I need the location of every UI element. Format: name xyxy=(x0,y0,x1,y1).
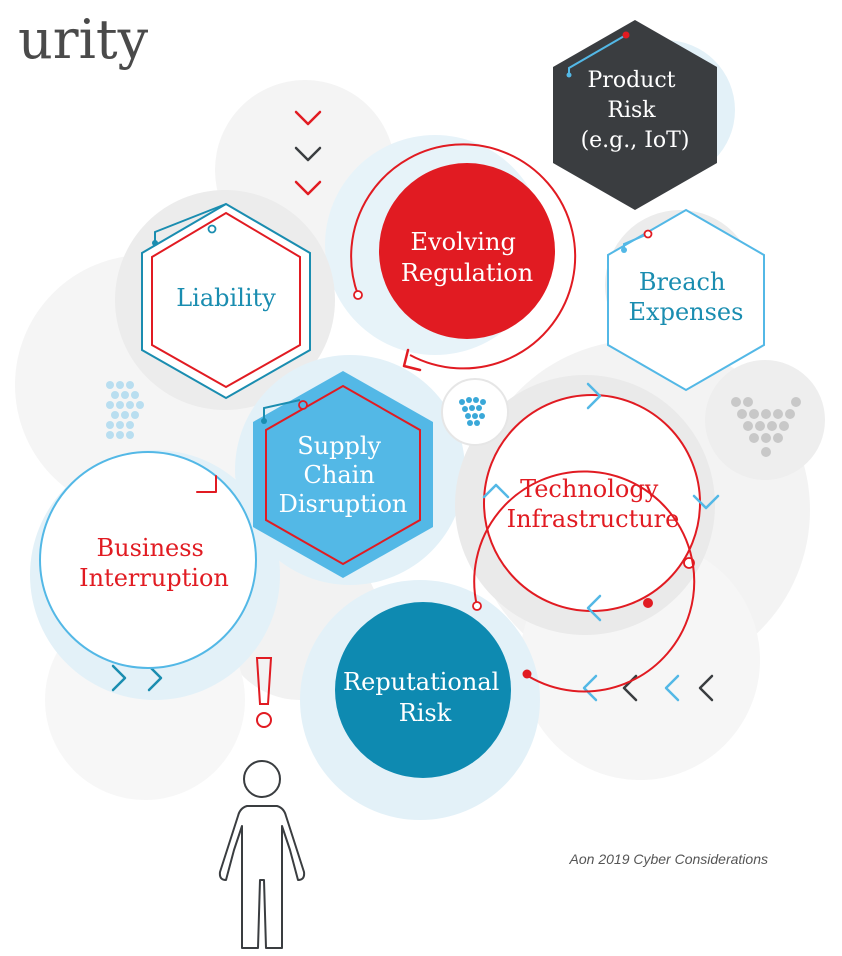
exclamation-icon xyxy=(255,657,273,728)
node-liability: Liability xyxy=(141,202,311,400)
page-title: urity xyxy=(18,8,149,71)
dot-cluster-right xyxy=(731,397,801,457)
node-product-risk: Product Risk (e.g., IoT) xyxy=(553,20,717,210)
node-label-line: Infrastructure xyxy=(507,505,680,533)
node-label-line: Business xyxy=(96,534,203,562)
node-supply-chain-disruption: Supply Chain Disruption xyxy=(253,371,433,578)
node-label-line: Product xyxy=(588,68,676,93)
node-label-line: Supply xyxy=(297,432,381,460)
node-reputational-risk: Reputational Risk xyxy=(335,470,696,778)
node-breach-expenses: Breach Expenses xyxy=(607,208,765,392)
svg-text:Evolving Regulation: Evolving Regulation xyxy=(401,228,533,287)
node-evolving-regulation: Evolving Regulation xyxy=(350,143,577,372)
svg-text:Supply Chain Disru: Supply Chain Disruption xyxy=(279,432,408,518)
dot-cluster-center xyxy=(459,397,486,426)
node-label-line: Regulation xyxy=(401,259,533,287)
node-business-interruption: Business Interruption xyxy=(39,451,257,669)
node-label-line: Expenses xyxy=(629,298,744,326)
svg-text:Business Interruption: Business Interruption xyxy=(79,534,229,592)
svg-text:Breach Expenses: Breach Expenses xyxy=(629,268,744,326)
node-label-line: Chain xyxy=(304,461,375,489)
node-label-line: Evolving xyxy=(411,228,516,256)
node-label-line: Liability xyxy=(176,284,276,312)
node-label-line: Interruption xyxy=(79,564,229,592)
node-label-line: Technology xyxy=(520,475,659,503)
svg-text:Technology Infrastructur: Technology Infrastructure xyxy=(507,475,680,533)
dot-cluster-left xyxy=(106,381,144,439)
svg-text:Product Risk (e.g.: Product Risk (e.g., IoT) xyxy=(581,68,690,153)
node-label-line: Risk xyxy=(399,699,452,727)
chevron-down-icons xyxy=(294,110,322,196)
node-technology-infrastructure: Technology Infrastructure xyxy=(482,382,720,622)
person-icon xyxy=(218,760,306,949)
node-label-line: Risk xyxy=(607,98,656,123)
node-label-line: Breach xyxy=(639,268,726,296)
node-label-line: Reputational xyxy=(343,668,499,696)
svg-text:Reputational Risk: Reputational Risk xyxy=(343,668,507,727)
chevron-right-icons xyxy=(111,664,163,692)
node-label-line: (e.g., IoT) xyxy=(581,128,690,153)
node-label-line: Disruption xyxy=(279,490,408,518)
source-caption: Aon 2019 Cyber Considerations xyxy=(569,851,768,867)
